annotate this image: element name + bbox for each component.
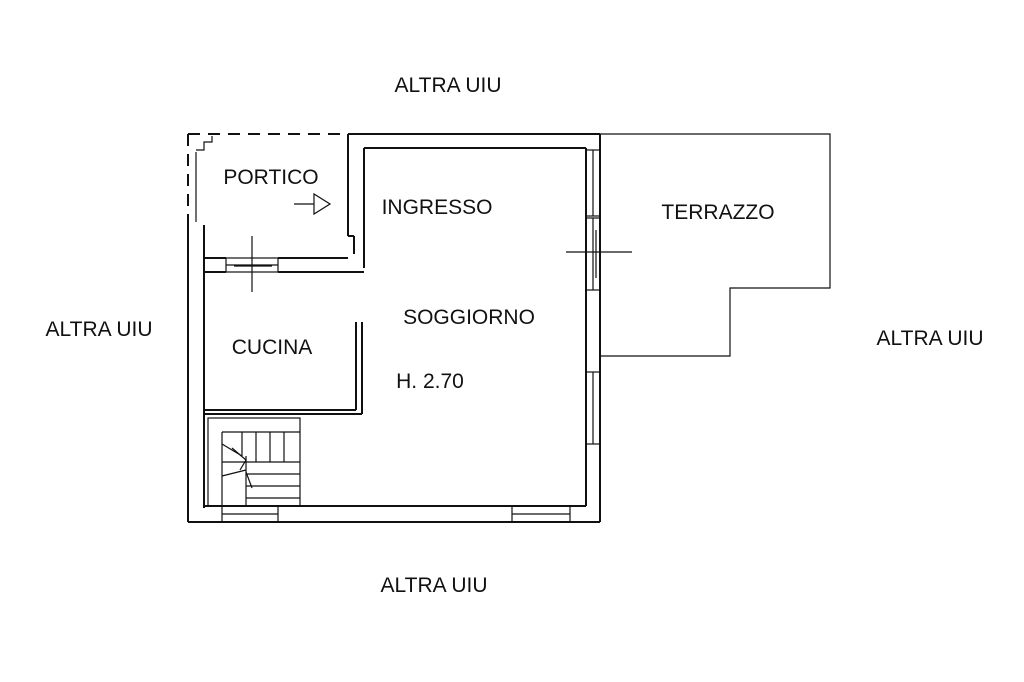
- cucina-partition: [204, 322, 363, 415]
- room-label-cucina: CUCINA: [232, 336, 313, 359]
- windows: [221, 149, 632, 523]
- room-label-portico: PORTICO: [223, 166, 318, 189]
- room-height-label: H. 2.70: [396, 370, 464, 393]
- entrance-arrow-icon: [294, 192, 332, 216]
- room-label-terrazzo: TERRAZZO: [661, 201, 774, 224]
- room-label-ingresso: INGRESSO: [382, 196, 493, 219]
- terrazzo-outline: [600, 133, 831, 357]
- neighbor-label-left: ALTRA UIU: [46, 318, 153, 341]
- neighbor-label-right: ALTRA UIU: [877, 327, 984, 350]
- neighbor-label-bottom: ALTRA UIU: [381, 574, 488, 597]
- outer-walls: [187, 133, 601, 523]
- room-label-soggiorno: SOGGIORNO: [403, 306, 535, 329]
- staircase: [207, 417, 301, 507]
- portico-outline: [187, 133, 348, 225]
- neighbor-label-top: ALTRA UIU: [395, 74, 502, 97]
- portico-cucina-wall: [204, 236, 364, 292]
